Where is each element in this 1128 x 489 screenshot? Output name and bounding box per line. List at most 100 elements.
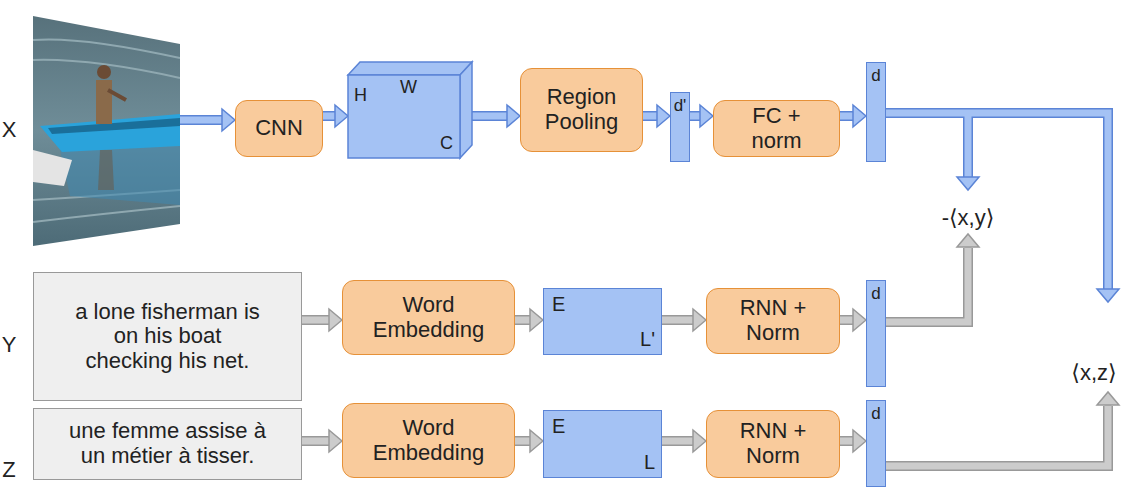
- process-box: CNN: [235, 100, 323, 157]
- arrow-outline: [886, 248, 968, 322]
- arrow-fill: [886, 405, 1108, 466]
- caption-box: a lone fisherman is on his boat checking…: [33, 272, 302, 401]
- node-text: RNN + Norm: [731, 296, 816, 345]
- node-text: L': [640, 329, 655, 349]
- process-box: RNN + Norm: [706, 410, 840, 478]
- node-text: CNN: [255, 116, 303, 141]
- feature-volume: W H C: [348, 62, 472, 158]
- flow-arrow: [643, 105, 670, 127]
- photo-ripples: [33, 39, 180, 222]
- node-text: a lone fisherman is on his boat checking…: [73, 300, 263, 374]
- node-text: C: [440, 134, 453, 152]
- arrow-outline: [840, 436, 854, 446]
- arrow-head: [693, 430, 706, 452]
- caption-output-arrow: [886, 392, 1119, 466]
- cube-face: [348, 62, 472, 75]
- arrow-outline: [180, 115, 223, 125]
- arrow-fill: [180, 117, 224, 124]
- node-text: d: [867, 405, 885, 422]
- arrow-outline: [886, 406, 1108, 466]
- arrow-outline: [302, 315, 330, 325]
- flow-arrow: [840, 309, 866, 331]
- node-text: E: [552, 416, 565, 436]
- arrow-fill: [302, 317, 331, 324]
- node-text: Word Embedding: [369, 416, 489, 465]
- image-output-arrow: [886, 113, 1119, 302]
- arrow-outline: [886, 113, 1108, 290]
- arrow-fill: [662, 438, 695, 445]
- flow-arrow: [302, 430, 342, 452]
- flow-arrow: [840, 105, 866, 127]
- node-text: d': [671, 97, 689, 114]
- arrow-head: [700, 105, 713, 127]
- node-text: RNN + Norm: [731, 419, 816, 468]
- arrow-outline: [515, 315, 531, 325]
- arrow-outline: [515, 436, 531, 446]
- arrow-head: [335, 105, 348, 127]
- flow-arrow: [515, 309, 543, 331]
- flow-arrow: [323, 105, 348, 127]
- input-name: Z: [2, 457, 15, 482]
- arrow-outline: [643, 111, 658, 121]
- arrow-fill: [886, 113, 1108, 291]
- fisherman-body: [96, 80, 112, 124]
- arrow-outline: [323, 111, 336, 121]
- process-box: Word Embedding: [342, 403, 515, 478]
- vector-bar: d': [670, 92, 690, 162]
- arrow-head: [657, 105, 670, 127]
- score-label: ⟨x,z⟩: [1071, 360, 1116, 385]
- node-text: Word Embedding: [369, 293, 489, 342]
- arrow-outline: [840, 315, 854, 325]
- boat-reflection: [60, 146, 180, 205]
- score-label: -⟨x,y⟩: [942, 205, 995, 230]
- arrow-outline: [840, 111, 854, 121]
- cube-outline: [348, 62, 472, 158]
- arrow-head: [507, 105, 520, 127]
- embedding-matrix: EL: [543, 410, 662, 478]
- node-text: d: [867, 285, 885, 302]
- flow-arrow: [302, 309, 342, 331]
- input-arrow: [180, 109, 235, 131]
- arrow-head: [329, 309, 342, 331]
- vector-bar: d: [866, 400, 886, 487]
- node-text: W: [400, 78, 417, 96]
- node-text: une femme assise à un métier à tisser.: [68, 419, 268, 468]
- input-name: Y: [2, 332, 17, 357]
- arrow-head: [957, 234, 979, 247]
- white-boat: [33, 150, 72, 186]
- input-name: X: [2, 117, 17, 142]
- process-box: FC + norm: [713, 100, 840, 157]
- node-text: d: [867, 67, 885, 84]
- fisherman-reflection: [98, 150, 114, 190]
- arrow-outline: [662, 436, 694, 446]
- flow-arrow: [515, 430, 543, 452]
- arrow-head: [530, 430, 543, 452]
- boat-rim: [48, 118, 180, 134]
- arrow-head: [530, 309, 543, 331]
- flow-arrow: [840, 430, 866, 452]
- arrow-head: [853, 430, 866, 452]
- flow-arrow: [662, 430, 706, 452]
- node-text: H: [354, 86, 367, 104]
- node-text: L: [644, 452, 655, 472]
- flow-arrow: [662, 309, 706, 331]
- arrow-head: [1097, 289, 1119, 302]
- flow-arrow: [690, 105, 713, 127]
- node-text: E: [552, 294, 565, 314]
- arrow-head: [1097, 392, 1119, 405]
- photo: [30, 10, 185, 250]
- caption-box: une femme assise à un métier à tisser.: [33, 408, 302, 480]
- arrow-fill: [302, 438, 331, 445]
- fisherman-arm: [108, 90, 126, 100]
- arrow-fill: [662, 317, 695, 324]
- arrow-head: [222, 109, 235, 131]
- embedding-matrix: E L': [543, 288, 662, 355]
- process-box: Word Embedding: [342, 280, 515, 355]
- arrow-fill: [886, 247, 968, 322]
- node-text: FC + norm: [742, 104, 812, 153]
- arrow-head: [693, 309, 706, 331]
- vector-bar: d: [866, 280, 886, 387]
- caption-output-arrow: [886, 234, 979, 322]
- arrow-head: [957, 177, 979, 190]
